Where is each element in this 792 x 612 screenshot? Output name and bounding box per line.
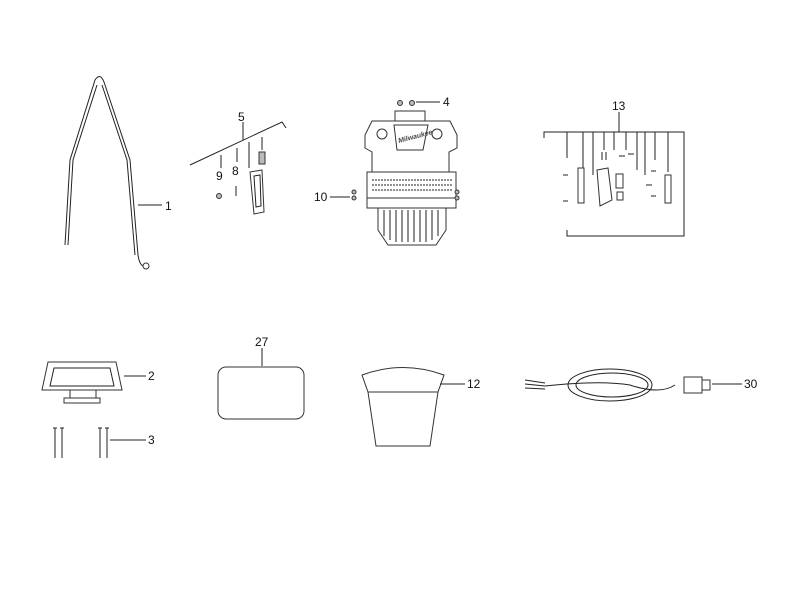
part-5-bracket-assembly (189, 121, 287, 215)
callout-13: 13 (612, 99, 626, 113)
callout-3: 3 (148, 433, 155, 447)
part-30-power-cord (524, 368, 742, 402)
part-13-switch-assembly (543, 112, 685, 237)
callout-5: 5 (238, 110, 245, 124)
callout-9: 9 (216, 169, 223, 183)
callout-1: 1 (165, 199, 172, 213)
callout-30: 30 (744, 377, 758, 391)
part-2-lamp-head (41, 361, 146, 404)
callout-4: 4 (443, 95, 450, 109)
part-1-frame-wire (64, 76, 162, 270)
callout-2: 2 (148, 369, 155, 383)
part-27-label-plate (217, 348, 305, 420)
part-12-shade (361, 367, 465, 447)
part-3-screws (53, 427, 146, 458)
callout-8: 8 (232, 164, 239, 178)
callout-12: 12 (467, 377, 481, 391)
part-4-10-lamp-housing: Milwaukee (330, 100, 460, 246)
callout-27: 27 (255, 335, 269, 349)
callout-10: 10 (314, 190, 328, 204)
